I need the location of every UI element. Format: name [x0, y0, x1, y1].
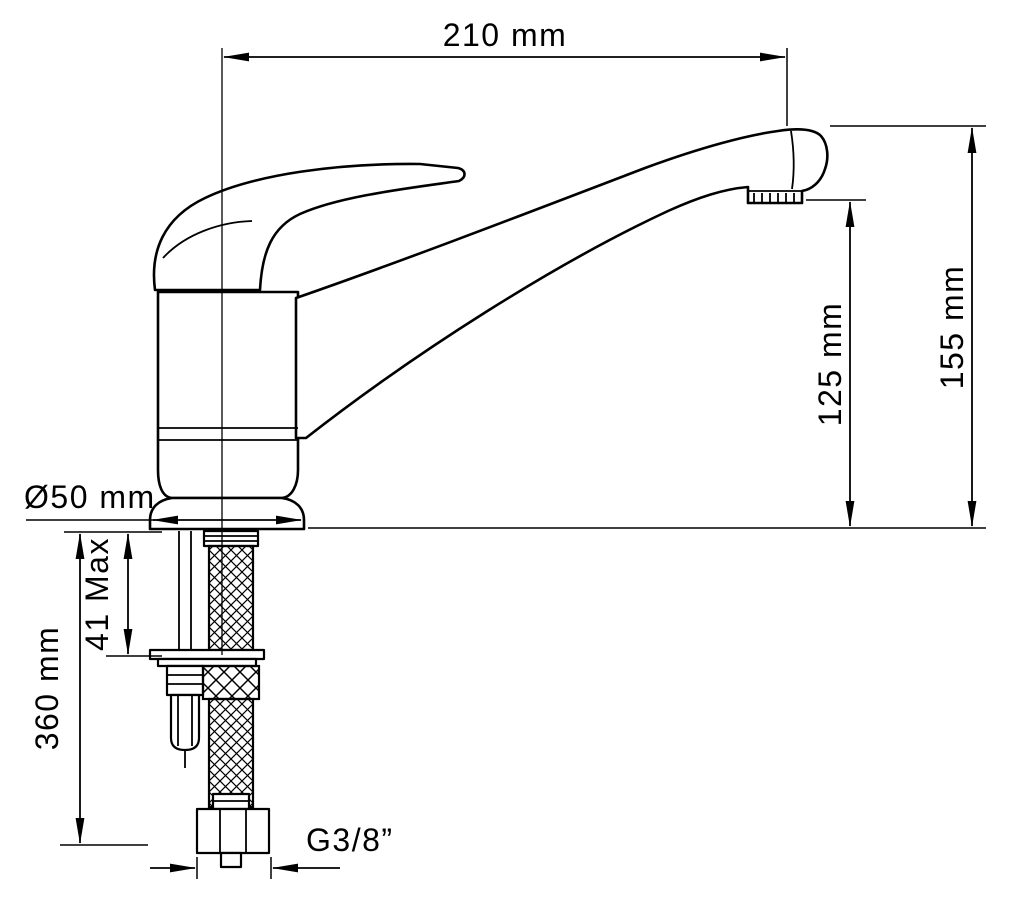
- dim-label-base-diameter: Ø50 mm: [24, 479, 156, 515]
- dim-label-connection-thread: G3/8”: [306, 822, 394, 858]
- faucet-lever-handle: [152, 162, 466, 292]
- dimension-overall-height: 155 mm: [308, 125, 986, 529]
- dim-label-max-deck-thickness: 41 Max: [79, 537, 115, 651]
- under-counter-assembly: [148, 529, 271, 869]
- faucet-spout: [294, 128, 829, 440]
- dimension-hose-length: 360 mm: [29, 533, 148, 846]
- braided-hose-lower: [207, 697, 255, 809]
- stud-clamp: [169, 693, 201, 752]
- dimension-spout-reach: 210 mm: [223, 17, 788, 126]
- dim-label-hose-length: 360 mm: [29, 626, 65, 751]
- dimension-spout-outlet-height: 125 mm: [806, 199, 866, 527]
- dimension-base-diameter: Ø50 mm: [24, 479, 302, 525]
- dim-label-overall-height: 155 mm: [934, 265, 970, 390]
- dim-label-spout-reach: 210 mm: [443, 17, 568, 53]
- faucet-outline: [148, 128, 829, 531]
- hex-connection-nut: [195, 807, 271, 855]
- stud-nut: [165, 664, 205, 697]
- spout-head-seam: [790, 130, 795, 190]
- hose-coupler: [201, 664, 261, 701]
- faucet-base: [148, 496, 306, 531]
- braided-hose-upper: [207, 544, 255, 652]
- dimension-connection-thread: G3/8”: [150, 822, 394, 879]
- handle-seam: [162, 220, 253, 259]
- dimension-max-deck-thickness: 41 Max: [64, 531, 162, 657]
- hose-top-fitting: [202, 529, 260, 548]
- nut-tail-stub: [219, 851, 243, 869]
- aerator-outlet: [748, 190, 802, 202]
- mounting-washer: [148, 648, 266, 661]
- faucet-body: [156, 290, 300, 500]
- dim-label-spout-outlet-height: 125 mm: [812, 302, 848, 427]
